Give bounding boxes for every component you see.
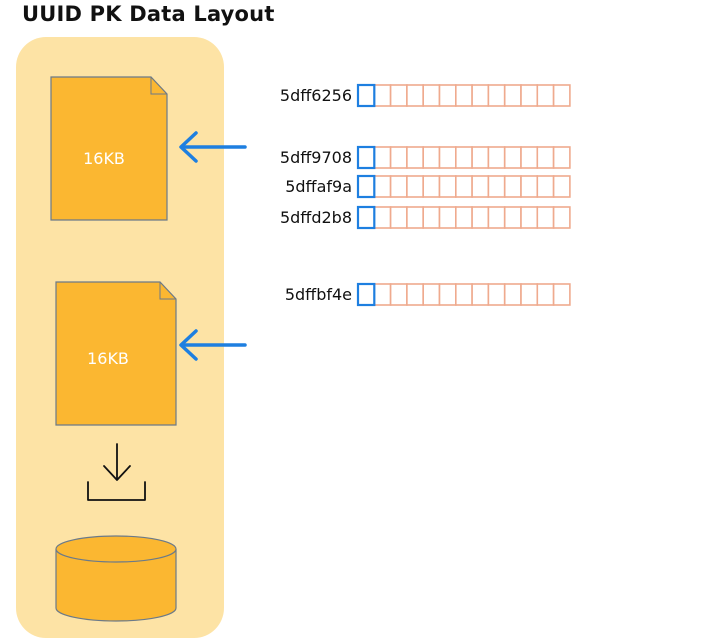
row-data-cell [373, 206, 392, 229]
primary-key-cell [356, 83, 376, 108]
page-2: 16KB [55, 281, 177, 426]
row-data-cell [471, 84, 490, 107]
row-data-cell [406, 146, 424, 169]
page-2-label: 16KB [87, 349, 129, 368]
diagram-title: UUID PK Data Layout [22, 2, 275, 26]
row-data-cell [536, 206, 555, 229]
database-cylinder-icon [55, 535, 177, 622]
row-data-cell [422, 84, 441, 107]
row-data-cell [536, 175, 555, 198]
primary-key-cell [356, 174, 376, 199]
row-key-label: 5dffd2b8 [279, 208, 352, 227]
row-data-cell [487, 84, 506, 107]
record-row [356, 205, 571, 230]
row-data-cell [503, 283, 522, 306]
row-data-cell [438, 146, 457, 169]
row-data-cell [454, 206, 473, 229]
row-data-cell [520, 175, 539, 198]
row-data-cell [552, 175, 571, 198]
row-data-cell [503, 84, 522, 107]
row-data-cell [503, 175, 522, 198]
row-data-cell [454, 146, 473, 169]
download-tray-icon [87, 443, 146, 501]
row-data-cell [389, 206, 408, 229]
row-data-cell [552, 84, 571, 107]
row-data-cell [389, 84, 408, 107]
record-row [356, 83, 571, 108]
row-data-cell [503, 146, 522, 169]
arrow-to-page-1 [179, 131, 247, 163]
primary-key-cell [356, 205, 376, 230]
row-data-cell [389, 146, 408, 169]
row-data-cell [454, 84, 473, 107]
row-data-cell [438, 84, 457, 107]
row-data-cell [389, 283, 408, 306]
page-1-label: 16KB [83, 149, 125, 168]
row-data-cell [552, 206, 571, 229]
row-data-cell [471, 283, 490, 306]
row-data-cell [422, 146, 441, 169]
primary-key-cell [356, 282, 376, 307]
row-data-cell [454, 283, 473, 306]
arrow-to-page-2 [179, 329, 247, 361]
row-key-label: 5dffbf4e [284, 285, 352, 304]
row-data-cell [373, 84, 392, 107]
row-data-cell [503, 206, 522, 229]
record-row [356, 282, 571, 307]
row-data-cell [536, 283, 555, 306]
row-data-cell [406, 206, 424, 229]
page-1-shape [50, 76, 168, 221]
record-rows [356, 83, 571, 307]
row-data-cell [487, 175, 506, 198]
row-data-cell [373, 283, 392, 306]
row-data-cell [552, 283, 571, 306]
row-data-cell [454, 175, 473, 198]
row-data-cell [520, 206, 539, 229]
row-data-cell [422, 175, 441, 198]
row-data-cell [487, 283, 506, 306]
row-data-cell [422, 206, 441, 229]
row-data-cell [406, 84, 424, 107]
row-data-cell [552, 146, 571, 169]
row-data-cell [471, 206, 490, 229]
row-data-cell [422, 283, 441, 306]
row-key-label: 5dff9708 [279, 148, 352, 167]
row-data-cell [471, 175, 490, 198]
row-data-cell [406, 283, 424, 306]
row-key-label: 5dffaf9a [285, 177, 352, 196]
row-data-cell [536, 84, 555, 107]
row-data-cell [520, 146, 539, 169]
record-row [356, 174, 571, 199]
page-1: 16KB [50, 76, 168, 221]
row-data-cell [520, 84, 539, 107]
row-data-cell [471, 146, 490, 169]
row-data-cell [373, 175, 392, 198]
row-data-cell [438, 283, 457, 306]
row-data-cell [406, 175, 424, 198]
row-data-cell [487, 146, 506, 169]
page-2-fold [159, 282, 176, 300]
row-data-cell [389, 175, 408, 198]
row-key-label: 5dff6256 [279, 86, 352, 105]
row-data-cell [536, 146, 555, 169]
row-data-cell [487, 206, 506, 229]
page-2-shape [55, 281, 177, 426]
row-data-cell [438, 175, 457, 198]
row-data-cell [373, 146, 392, 169]
page-1-fold [150, 77, 167, 95]
record-row [356, 145, 571, 170]
primary-key-cell [356, 145, 376, 170]
row-data-cell [438, 206, 457, 229]
row-data-cell [520, 283, 539, 306]
